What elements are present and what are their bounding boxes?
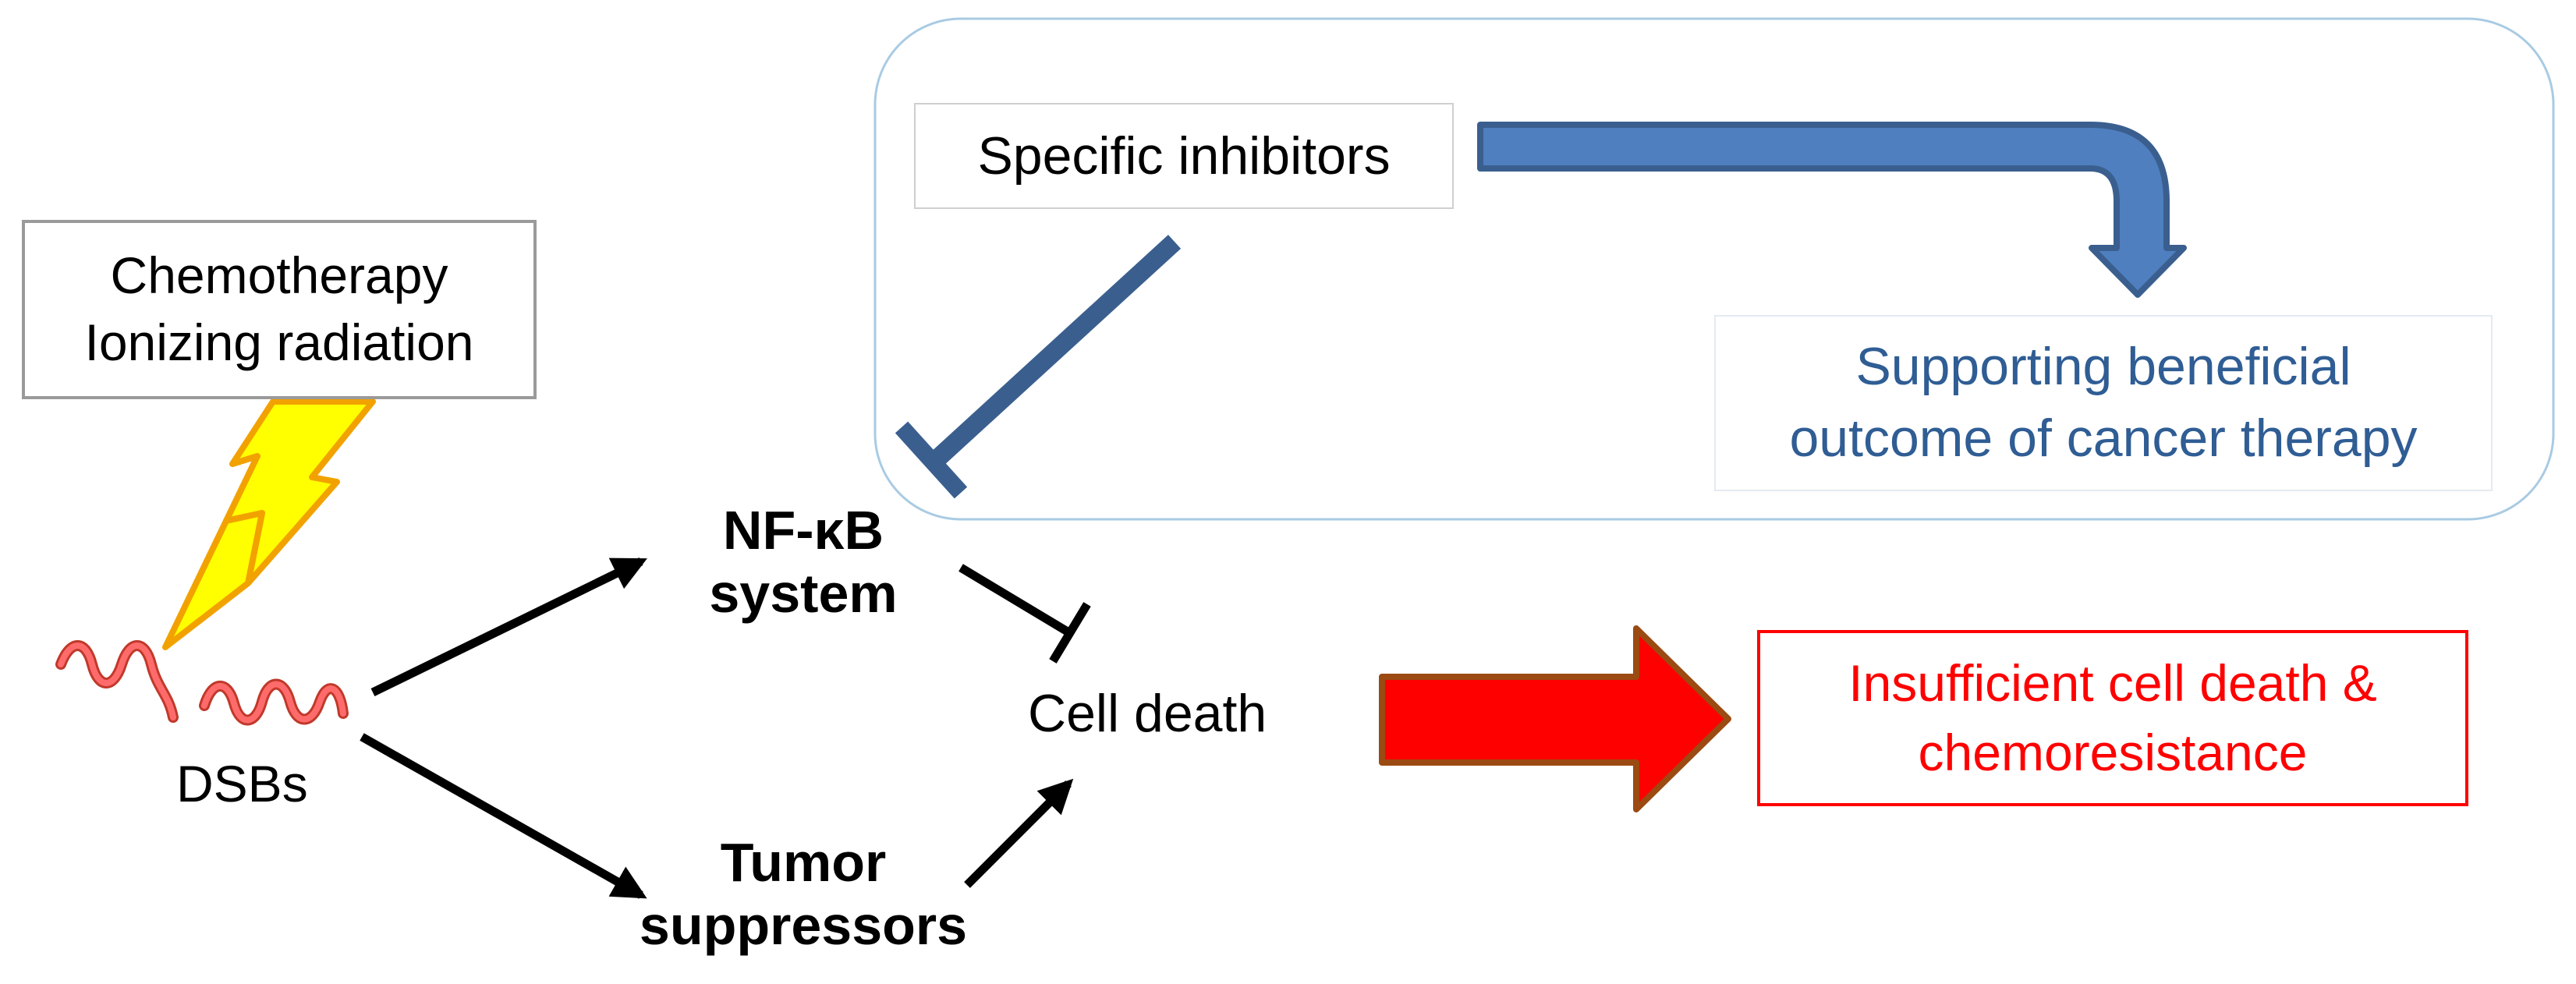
dna-strand-left-icon <box>55 640 179 723</box>
insufficient-line2: chemoresistance <box>1918 724 2308 781</box>
red-outcome-arrow <box>1379 625 1731 812</box>
insufficient-line1: Insufficient cell death & <box>1848 653 2377 712</box>
lightning-bolt-tip <box>162 510 265 650</box>
supporting-outcome-box: Supporting beneficial outcome of cancer … <box>1714 315 2493 491</box>
nfkb-line1: NF-κB <box>722 500 884 561</box>
inhibit-nfkb-celldeath <box>958 564 1072 637</box>
dna-strand-right-icon <box>199 678 349 726</box>
tumor-suppressors-label: Tumor suppressors <box>624 831 983 957</box>
insufficient-cell-death-box: Insufficient cell death & chemoresistanc… <box>1757 630 2468 806</box>
stimulus-line1: Chemotherapy <box>110 246 448 305</box>
nfkb-line2: system <box>709 562 898 624</box>
tumor-line2: suppressors <box>639 894 968 956</box>
arrow-dsb-to-nfkb <box>370 557 647 696</box>
specific-inhibitors-box: Specific inhibitors <box>914 103 1454 209</box>
cell-death-label: Cell death <box>1028 684 1267 743</box>
inhibitor-block-line <box>929 235 1182 467</box>
arrow-tumor-to-celldeath <box>964 778 1074 888</box>
inhibitor-panel <box>873 17 2555 521</box>
stimulus-line2: Ionizing radiation <box>84 313 474 371</box>
inhibit-nfkb-celldeath-bar <box>1049 602 1091 664</box>
nfkb-system-label: NF-κB system <box>686 499 920 625</box>
inhibitor-block-bar <box>895 421 968 499</box>
support-line1: Supporting beneficial <box>1855 337 2351 397</box>
stimulus-box: Chemotherapy Ionizing radiation <box>22 220 537 399</box>
tumor-line1: Tumor <box>720 832 887 893</box>
support-line2: outcome of cancer therapy <box>1789 409 2418 468</box>
arrow-dsb-to-tumor <box>360 733 647 899</box>
inhibitor-to-outcome-arrow <box>1477 122 2187 298</box>
specific-inhibitors-text: Specific inhibitors <box>977 126 1391 186</box>
dsbs-label: DSBs <box>176 755 308 812</box>
